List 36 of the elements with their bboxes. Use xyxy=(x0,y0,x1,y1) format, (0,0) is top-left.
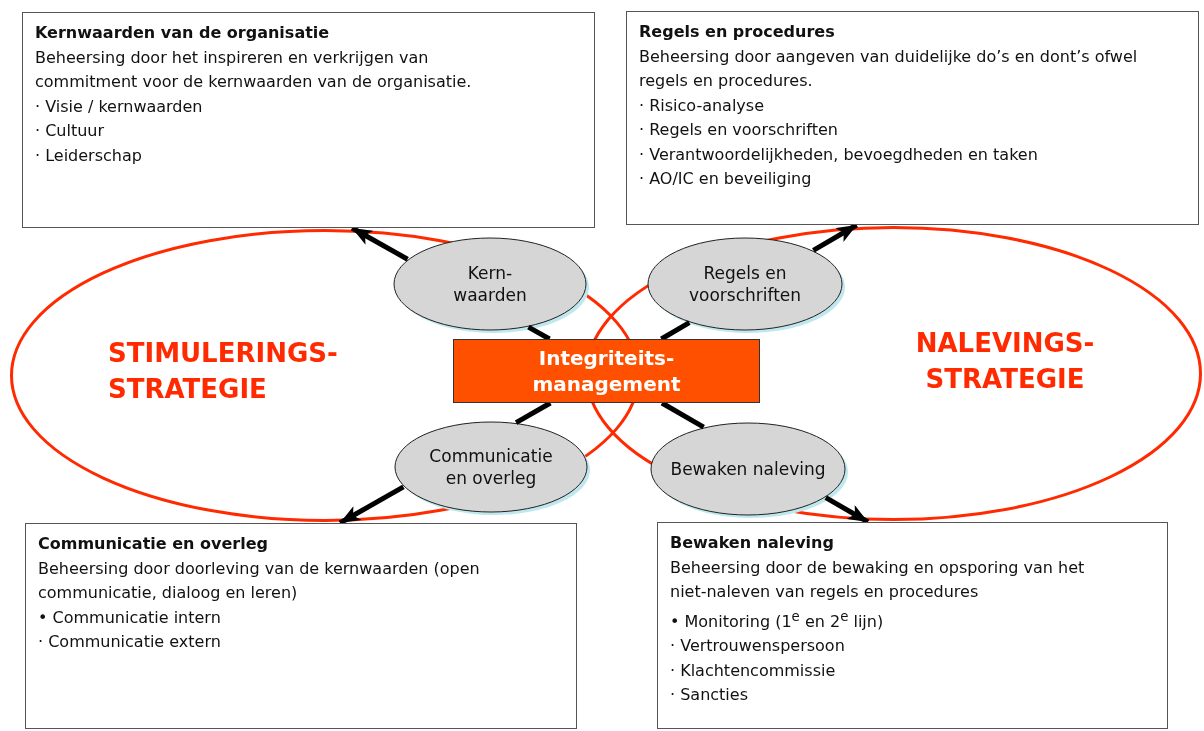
text-box xyxy=(25,523,577,729)
bullet-item: · Risico-analyse xyxy=(639,94,765,117)
box-heading: Communicatie en overleg xyxy=(38,533,269,555)
topic-ellipse xyxy=(650,422,846,516)
box-heading: Bewaken naleving xyxy=(670,532,835,554)
text-box xyxy=(657,522,1168,729)
text-box xyxy=(626,11,1199,225)
bullet-item: · Regels en voorschriften xyxy=(639,119,839,141)
central-label: Integriteits- management xyxy=(531,345,682,397)
bullet-item: · Leiderschap xyxy=(35,144,143,167)
strategy-label: NALEVINGS- STRATEGIE xyxy=(914,327,1096,396)
topic-label: Regels en voorschriften xyxy=(687,262,803,306)
bullet-item: · Sancties xyxy=(670,684,749,707)
text-box xyxy=(22,12,595,228)
bullet-item: · Vertrouwenspersoon xyxy=(670,635,846,658)
topic-label: Kern- waarden xyxy=(452,262,528,306)
bullet-item: • Communicatie intern xyxy=(38,606,222,629)
topic-ellipse xyxy=(393,237,587,331)
central-box xyxy=(453,339,760,403)
box-heading: Regels en procedures xyxy=(639,21,836,43)
topic-label: Communicatie en overleg xyxy=(428,445,554,489)
bullet-item: · Verantwoordelijkheden, bevoegdheden en taken xyxy=(639,143,1039,166)
strategy-label: STIMULERINGS- STRATEGIE xyxy=(108,337,339,406)
bullet-item: · Cultuur xyxy=(35,120,106,142)
bullet-item: · Klachtencommissie xyxy=(670,659,837,682)
bullet-item: • Monitoring (1$^{e}$ en 2$^{e}$ lijn) xyxy=(670,607,885,633)
box-heading: Kernwaarden van de organisatie xyxy=(35,22,331,44)
topic-label: Bewaken naleving xyxy=(670,458,826,480)
bullet-item: · AO/IC en beveiliging xyxy=(639,168,813,190)
description: Beheersing door doorleving van de kernwaarden (open communicatie, dialoog en leren) xyxy=(38,557,481,604)
bullet-item: · Communicatie extern xyxy=(38,631,222,653)
topic-ellipse xyxy=(647,237,843,331)
description: Beheersing door het inspireren en verkrijgen van commitment voor de kernwaarden van de organisatie. xyxy=(35,46,473,93)
description: Beheersing door aangeven van duidelijke do’s en dont’s ofwel regels en procedures. xyxy=(639,45,1139,92)
bullet-item: · Visie / kernwaarden xyxy=(35,95,204,118)
topic-ellipse xyxy=(394,421,588,513)
